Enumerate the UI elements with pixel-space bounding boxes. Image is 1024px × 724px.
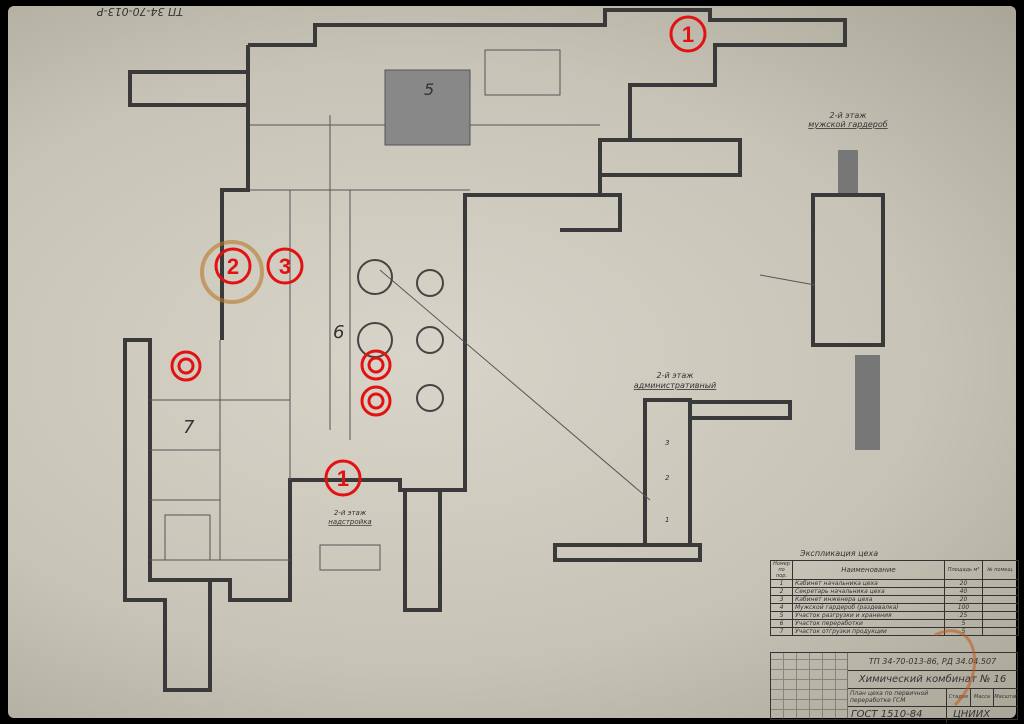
explication-area: 5 [944,627,983,636]
explication-num: 6 [770,619,793,628]
marker-1-top[interactable]: 1 [669,15,707,53]
marker-ring-a[interactable] [170,350,202,382]
explication-area: 25 [944,611,983,620]
corner-code: ТП 34-70-013-Р [97,5,183,18]
explication-room [982,587,1019,596]
stage-label: Стадия [947,689,971,706]
marker-label: 1 [337,466,349,491]
explication-table: Номер по пор. Наименование Площадь м² № … [770,560,1019,636]
header-name: Наименование [792,560,945,580]
scale-label: Масштаб [994,694,1018,700]
marker-label: 1 [682,22,694,47]
doc-code: ТП 34-70-013-86, РД 34.04.507 [848,653,1017,671]
admin-floor-label: 2-й этаж [657,371,695,380]
tanks [357,259,444,412]
explication-room [982,603,1019,612]
marker-label: 3 [279,254,291,279]
header-room: № помещ. [982,560,1019,580]
standard: ГОСТ 1510-84 [851,709,923,720]
mass-label: Масса [971,689,995,706]
marker-ring-c[interactable] [360,385,392,417]
wardrobe-outline [811,193,885,347]
explication-name: Мужской гардероб (раздевалка) [792,603,945,612]
explication-num: 2 [770,587,793,596]
explication-name: Кабинет начальника цеха [792,579,945,588]
super-name-label: надстройка [328,518,371,526]
explication-num: 3 [770,595,793,604]
interior-lines [150,49,816,571]
title-block: ТП 34-70-013-86, РД 34.04.507 Химический… [770,652,1018,723]
explication-room [982,627,1019,636]
drawing-title-2: переработке ГСМ [850,697,906,704]
admin-room-1: 1 [665,516,669,524]
explication-name: Кабинет инженера цеха [792,595,945,604]
coffee-stain [200,240,264,304]
explication-room [982,611,1019,620]
marker-ring-b[interactable] [360,349,392,381]
wardrobe-name-label: мужской гардероб [808,120,887,129]
header-num: Номер по пор. [770,560,793,580]
marker-label: 2 [227,254,239,279]
header-area: Площадь м² [944,560,983,580]
zone-6-label: 6 [333,322,344,343]
explication-num: 1 [770,579,793,588]
explication-area: 100 [944,603,983,612]
explication-room [982,579,1019,588]
drawing-title-1: План цеха по первичной [850,690,929,697]
explication-area: 20 [944,579,983,588]
signature-grid [771,653,848,719]
explication-room [982,595,1019,604]
super-floor-label: 2-й этаж [334,509,367,517]
explication-name: Участок разгрузки и хранения [792,611,945,620]
explication-num: 4 [770,603,793,612]
admin-room-2: 2 [665,474,670,482]
zone-5-label: 5 [424,80,434,99]
explication-area: 20 [944,595,983,604]
explication-name: Участок переработки [792,619,945,628]
marker-1-bottom[interactable]: 1 [324,459,362,497]
zone-7-label: 7 [183,417,195,438]
marker-2[interactable]: 2 [214,247,252,285]
explication-title: Экспликация цеха [800,549,879,558]
admin-room-3: 3 [665,439,669,447]
explication-name: Секретарь начальника цеха [792,587,945,596]
explication-name: Участок отгрузки продукции [792,627,945,636]
admin-name-label: административный [634,381,716,390]
wardrobe-block [838,150,880,450]
walls [123,8,847,692]
explication-area: 5 [944,619,983,628]
explication-num: 7 [770,627,793,636]
institute: ЦНИИХ [953,709,991,720]
explication-area: 40 [944,587,983,596]
explication-num: 5 [770,611,793,620]
wardrobe-floor-label: 2-й этаж [830,111,868,120]
marker-3[interactable]: 3 [266,247,304,285]
organization: Химический комбинат № 16 [848,671,1017,689]
explication-room [982,619,1019,628]
